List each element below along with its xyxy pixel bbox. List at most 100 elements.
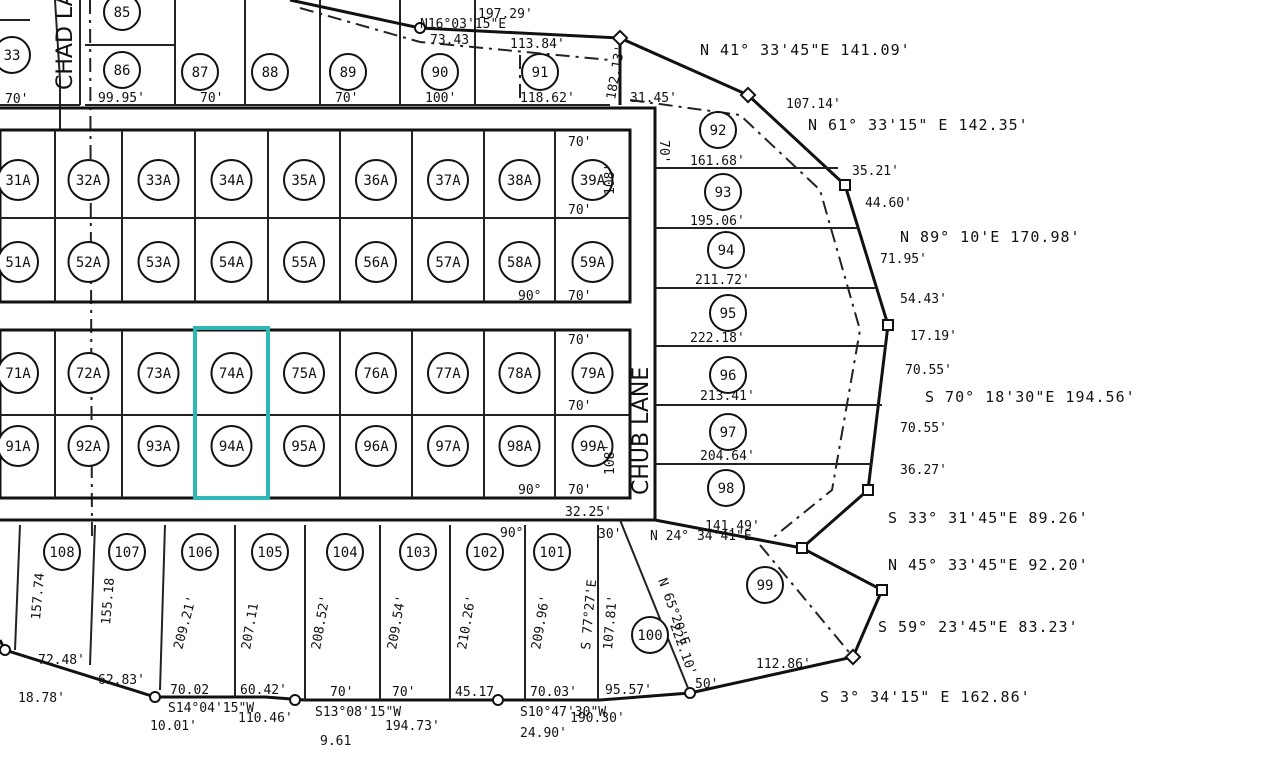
lot-number[interactable]: 78A (507, 366, 533, 382)
lot-number[interactable]: 51A (5, 255, 31, 271)
dim-label: 70.55' (900, 421, 947, 436)
dim-label: 71.95' (880, 252, 927, 267)
lot-number[interactable]: 76A (363, 366, 389, 382)
lot-number[interactable]: 31A (5, 173, 31, 189)
lot-number[interactable]: 96 (720, 368, 737, 384)
lot-number[interactable]: 91 (532, 65, 549, 81)
lot-number[interactable]: 107 (114, 545, 139, 561)
lot-number[interactable]: 72A (76, 366, 102, 382)
dim-label: 50' (695, 677, 718, 692)
lot-circle (571, 352, 614, 394)
dim-label: S10°47'30"W (520, 705, 606, 720)
dim-label: 70' (656, 140, 671, 163)
lot-number[interactable]: 58A (507, 255, 533, 271)
lot-number[interactable]: 32A (76, 173, 102, 189)
dim-label: 10.01' (150, 719, 197, 734)
lot-number[interactable]: 33 (4, 48, 21, 64)
lot-circle (283, 159, 325, 201)
lot-number[interactable]: 75A (291, 366, 317, 382)
lot-number[interactable]: 95A (291, 439, 317, 455)
lot-number[interactable]: 97A (435, 439, 461, 455)
lot-number[interactable]: 87 (192, 65, 209, 81)
lot-circle (399, 533, 437, 571)
lot-circle (498, 241, 541, 283)
lot-number[interactable]: 108 (49, 545, 74, 561)
lot-number[interactable]: 94 (718, 243, 735, 259)
lot-number[interactable]: 38A (507, 173, 533, 189)
dim-label: 70' (568, 135, 591, 150)
lot-circle (427, 241, 469, 283)
dim-label: 70.03' (530, 685, 577, 700)
lot-number[interactable]: 95 (720, 306, 737, 322)
lot-number[interactable]: 91A (5, 439, 31, 455)
dim-label: 194.73' (385, 719, 440, 734)
lot-circle (251, 53, 289, 91)
lot-number[interactable]: 90 (432, 65, 449, 81)
lot-number[interactable]: 104 (332, 545, 357, 561)
lot-number[interactable]: 71A (5, 366, 31, 382)
dim-label: 90° (518, 483, 541, 498)
lot-circle (427, 425, 469, 467)
lot-number[interactable]: 55A (291, 255, 317, 271)
lot-number[interactable]: 92A (76, 439, 102, 455)
bearing-label: N 45° 33'45"E 92.20' (888, 556, 1089, 574)
bearing-labels: N 41° 33'45"E 141.09' N 61° 33'15" E 142… (700, 41, 1135, 706)
lot-number[interactable]: 101 (539, 545, 564, 561)
dim-label: 209.21' (171, 594, 200, 651)
lot-number[interactable]: 94A (219, 439, 245, 455)
lot-circle (466, 533, 504, 571)
lot-number[interactable]: 59A (580, 255, 606, 271)
lot-number[interactable]: 52A (76, 255, 102, 271)
dim-label: 70' (200, 91, 223, 106)
lot-circle (355, 241, 397, 283)
dim-label: 70' (568, 289, 591, 304)
bottom-block (0, 519, 691, 702)
lot-number[interactable]: 37A (435, 173, 461, 189)
lot-number[interactable]: 35A (291, 173, 317, 189)
dim-label: 44.60' (865, 196, 912, 211)
dim-label: 208.52' (309, 594, 333, 651)
lot-number[interactable]: 73A (146, 366, 172, 382)
lot-number[interactable]: 79A (580, 366, 606, 382)
lot-circle (137, 352, 180, 394)
lot-number[interactable]: 89 (340, 65, 357, 81)
lot-number[interactable]: 106 (187, 545, 212, 561)
lot-number[interactable]: 93 (715, 185, 732, 201)
lot-circle (67, 352, 110, 394)
lot-number[interactable]: 98A (507, 439, 533, 455)
lot-number[interactable]: 96A (363, 439, 389, 455)
lot-number[interactable]: 56A (363, 255, 389, 271)
lot-circle (709, 294, 747, 332)
lot-number[interactable]: 100 (637, 628, 662, 644)
lot-number[interactable]: 99 (757, 578, 774, 594)
lot-number[interactable]: 105 (257, 545, 282, 561)
lot-number[interactable]: 103 (405, 545, 430, 561)
lot-number[interactable]: 36A (363, 173, 389, 189)
lot-number[interactable]: 39A (580, 173, 606, 189)
dim-label: 155.18 (99, 577, 118, 625)
lot-circle (571, 159, 614, 201)
lot-number[interactable]: 99A (580, 439, 606, 455)
lot-circle (283, 352, 325, 394)
lot-number[interactable]: 97 (720, 425, 737, 441)
lot-number[interactable]: 93A (146, 439, 172, 455)
lot-number[interactable]: 88 (262, 65, 279, 81)
lot-number[interactable]: 53A (146, 255, 172, 271)
highlighted-lot-outline[interactable] (193, 326, 270, 500)
lot-labels: 31A 32A 33A 34A 35A 36A 37A 38A 39A 51A 52A 53A 54A 5… (0, 0, 784, 654)
dim-label: 182.13' (604, 44, 628, 101)
lot-number[interactable]: 92 (710, 123, 727, 139)
lot-number[interactable]: 54A (219, 255, 245, 271)
lot-number[interactable]: 57A (435, 255, 461, 271)
lot-number[interactable]: 77A (435, 366, 461, 382)
lot-number[interactable]: 102 (472, 545, 497, 561)
lot-number[interactable]: 98 (718, 481, 735, 497)
lot-number[interactable]: 85 (114, 5, 131, 21)
lot-number[interactable]: 86 (114, 63, 131, 79)
dim-label: 197.29' (478, 7, 533, 22)
lot-number[interactable]: 33A (146, 173, 172, 189)
highlighted-lot-number[interactable]: 74A (219, 366, 245, 382)
lot-number[interactable]: 34A (219, 173, 245, 189)
lot-circle (283, 241, 325, 283)
street-name-chad-lane: CHAD LA (53, 0, 78, 90)
